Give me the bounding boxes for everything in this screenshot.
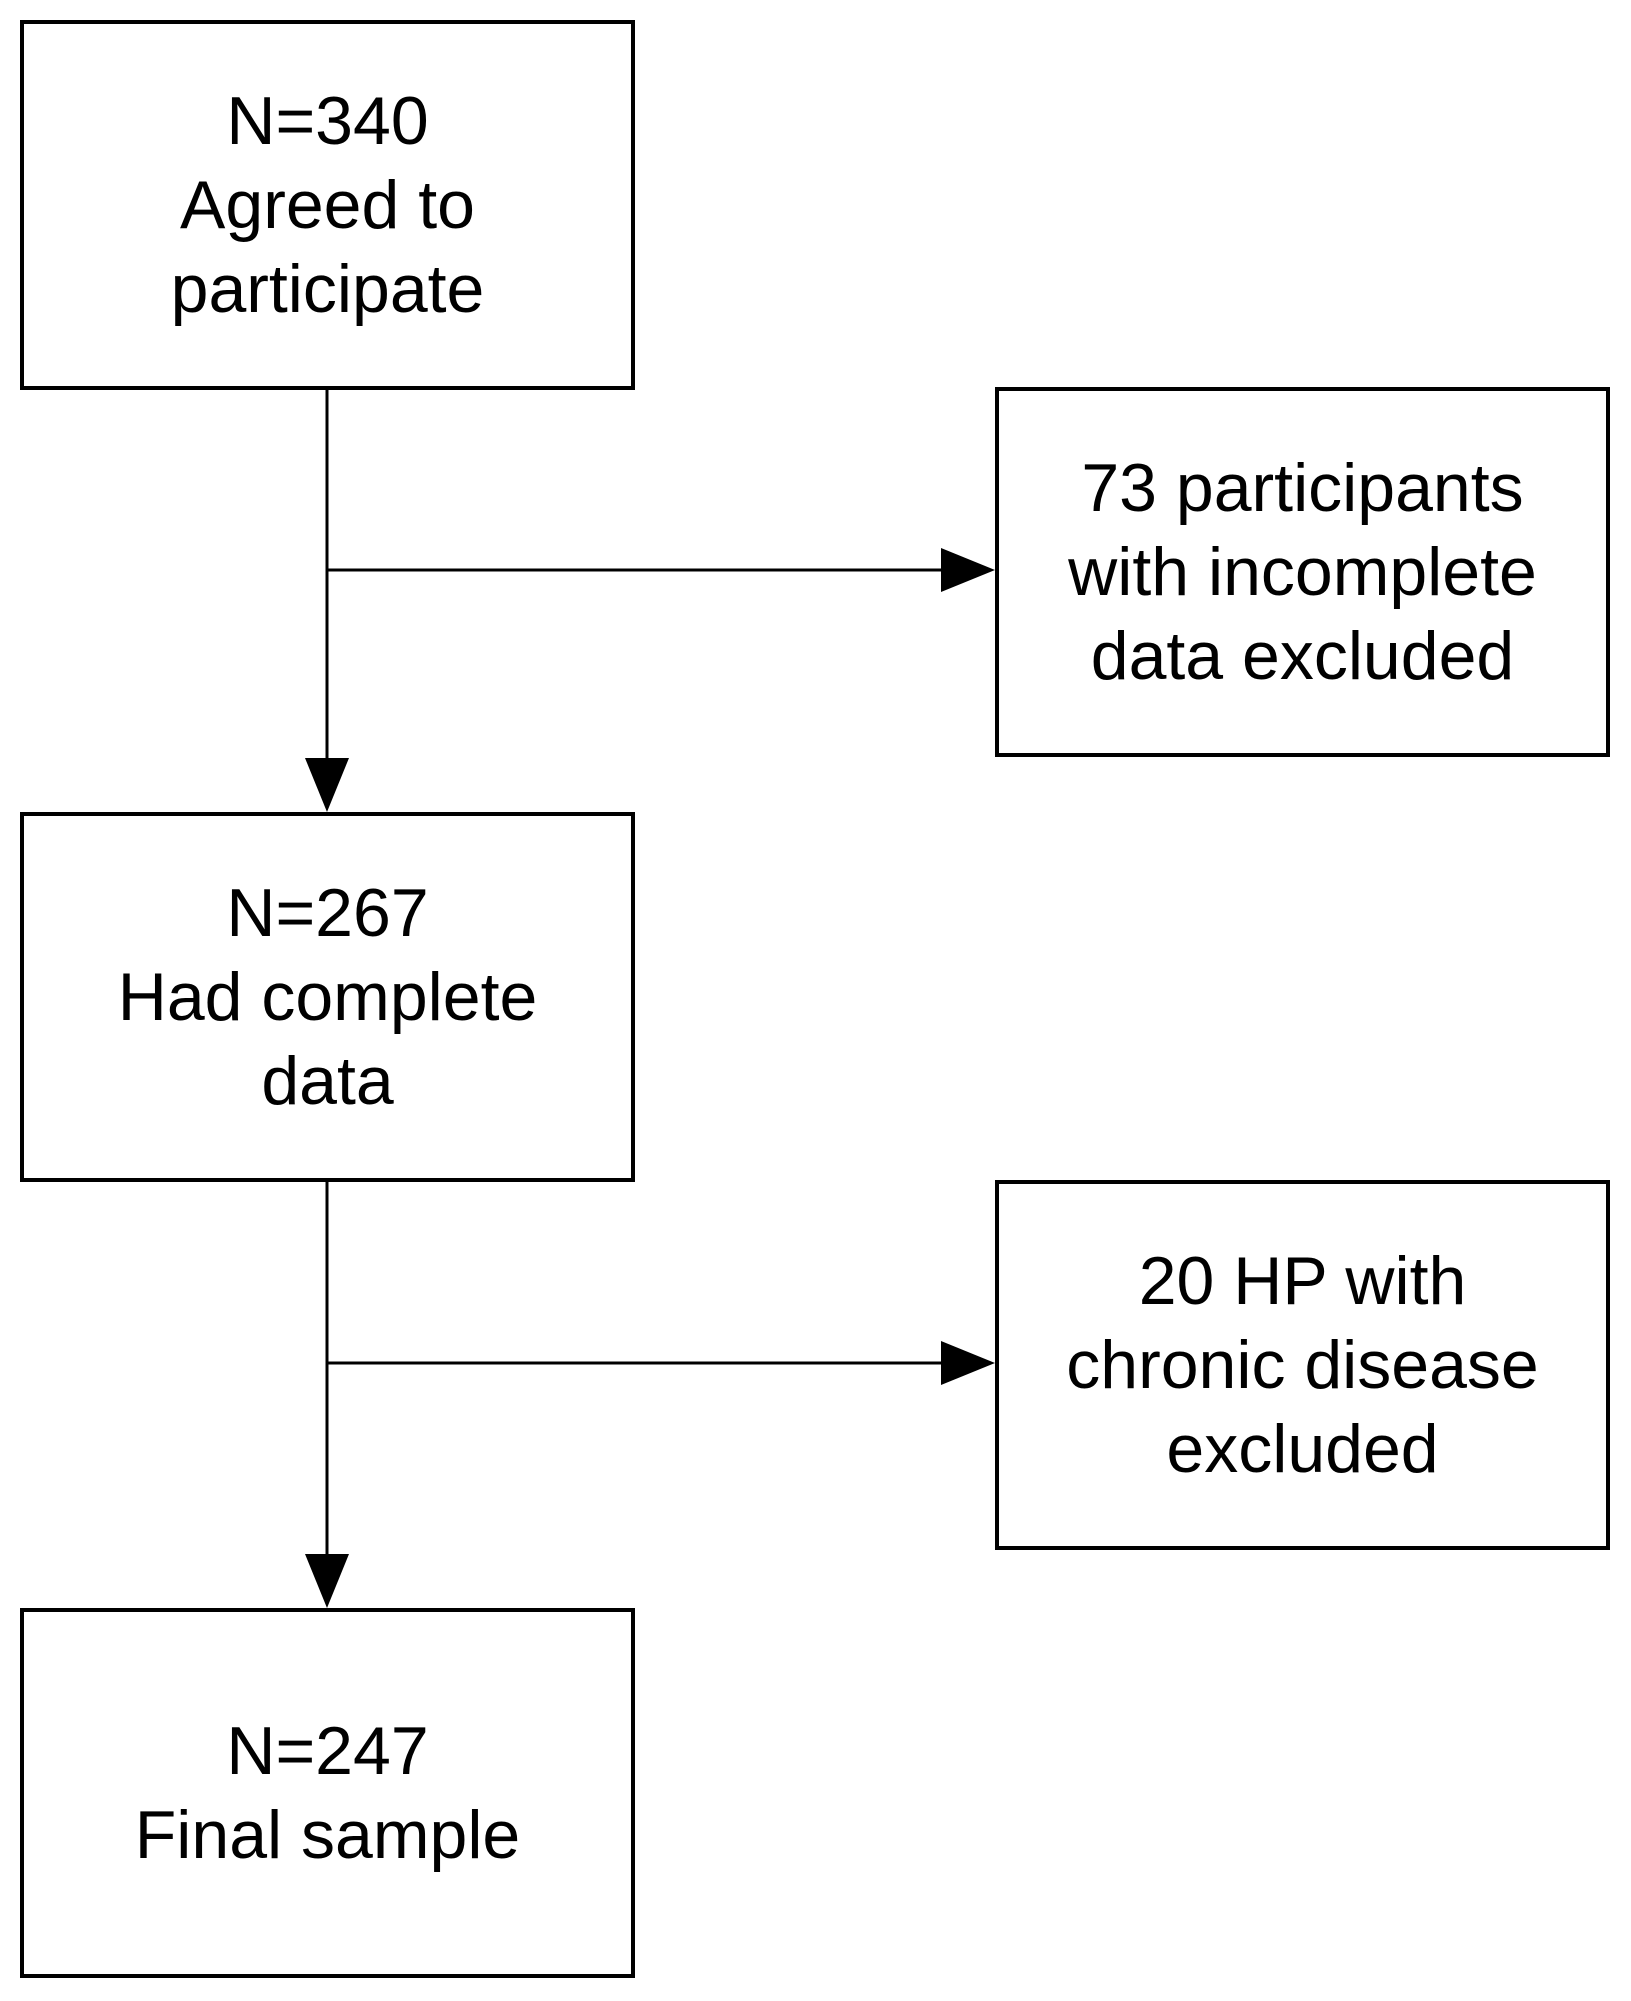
box-line: chronic disease: [1066, 1327, 1539, 1403]
arrowhead-excluded-chronic: [941, 1341, 995, 1385]
box-line: Final sample: [134, 1797, 521, 1873]
box-line: 20 HP with: [1138, 1243, 1467, 1319]
box-line: Agreed to: [180, 167, 475, 243]
box-line: participate: [170, 251, 485, 327]
box-line: with incomplete: [1068, 534, 1537, 610]
excluded-incomplete-data-box: 73 participants with incomplete data exc…: [995, 387, 1610, 757]
box-line: N=267: [226, 875, 429, 951]
excluded-chronic-disease-box: 20 HP with chronic disease excluded: [995, 1180, 1610, 1550]
final-sample-box: N=247 Final sample: [20, 1608, 635, 1978]
box-line: Had complete: [117, 959, 538, 1035]
box-line: excluded: [1166, 1411, 1439, 1487]
arrowhead-excluded-incomplete: [941, 548, 995, 592]
box-line: data excluded: [1090, 618, 1515, 694]
box-line: N=340: [226, 83, 429, 159]
arrowhead-final: [305, 1554, 349, 1608]
had-complete-data-box: N=267 Had complete data: [20, 812, 635, 1182]
agreed-to-participate-box: N=340 Agreed to participate: [20, 20, 635, 390]
arrowhead-complete: [305, 758, 349, 812]
box-line: N=247: [226, 1713, 429, 1789]
box-line: data: [261, 1043, 394, 1119]
box-line: 73 participants: [1081, 450, 1524, 526]
